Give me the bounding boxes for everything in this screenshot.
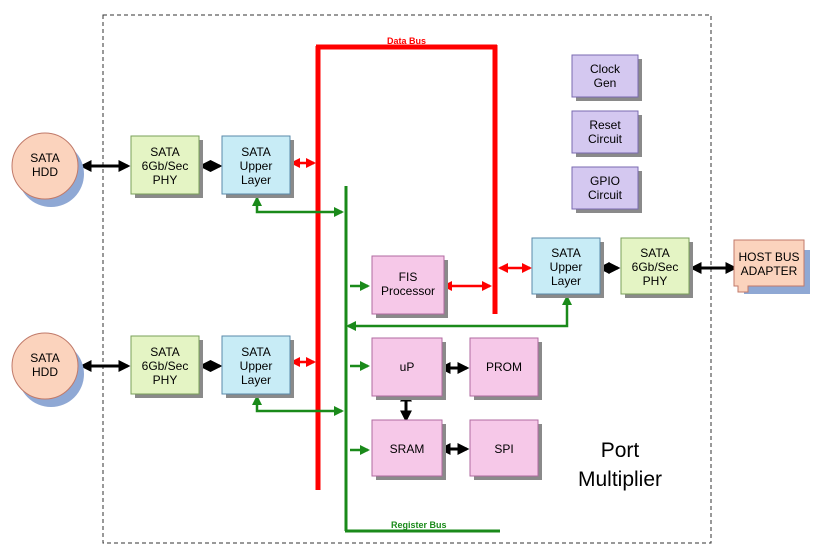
register-bus xyxy=(344,186,500,533)
upper-host-line1: SATA xyxy=(551,246,581,260)
upper-host-line2: Upper xyxy=(550,260,583,274)
sram: SRAM xyxy=(371,419,446,480)
fis-line2: Processor xyxy=(381,284,435,298)
phy-1-line1: SATA xyxy=(150,145,180,159)
phy-2-line2: 6Gb/Sec xyxy=(142,359,189,373)
phy-1-line2: 6Gb/Sec xyxy=(142,159,189,173)
hdd-2-label-line2: HDD xyxy=(32,365,58,379)
title-port: Port xyxy=(601,439,640,462)
data-bus-label: Data Bus xyxy=(387,36,426,46)
phy-2-line1: SATA xyxy=(150,345,180,359)
phy-host-line2: 6Gb/Sec xyxy=(632,260,679,274)
data-bus xyxy=(315,44,498,490)
sata-phy-2: SATA 6Gb/Sec PHY xyxy=(130,335,203,398)
upper-1-line3: Layer xyxy=(241,173,271,187)
upper-2-line1: SATA xyxy=(241,345,271,359)
upper-1-line1: SATA xyxy=(241,145,271,159)
clock-line1: Clock xyxy=(590,62,621,76)
host-bus-adapter: HOST BUS ADAPTER xyxy=(733,239,810,294)
phy-host-line3: PHY xyxy=(643,274,668,288)
reset-line2: Circuit xyxy=(588,132,623,146)
port-multiplier-boundary xyxy=(102,14,712,544)
gpio-line2: Circuit xyxy=(588,188,623,202)
sata-upper-layer-1: SATA Upper Layer xyxy=(221,135,294,198)
sata-upper-layer-host: SATA Upper Layer xyxy=(531,237,604,298)
spi: SPI xyxy=(469,419,542,480)
hdd-1-label-line1: SATA xyxy=(30,151,60,165)
upper-1-line2: Upper xyxy=(240,159,273,173)
reset-circuit: Reset Circuit xyxy=(571,110,642,157)
sram-label: SRAM xyxy=(390,442,425,456)
register-bus-connectors xyxy=(252,196,572,455)
phy-host-line1: SATA xyxy=(640,246,670,260)
sata-hdd-2: SATA HDD xyxy=(11,332,84,407)
host-line1: HOST BUS xyxy=(738,250,799,264)
upper-2-line3: Layer xyxy=(241,373,271,387)
host-line2: ADAPTER xyxy=(741,264,798,278)
data-bus-connectors xyxy=(290,158,532,367)
phy-2-line3: PHY xyxy=(153,373,178,387)
gpio-circuit: GPIO Circuit xyxy=(571,166,642,213)
fis-line1: FIS xyxy=(399,270,418,284)
phy-1-line3: PHY xyxy=(153,173,178,187)
data-path-connectors xyxy=(79,160,738,455)
hdd-2-label-line1: SATA xyxy=(30,351,60,365)
microprocessor: uP xyxy=(371,337,446,400)
sata-phy-1: SATA 6Gb/Sec PHY xyxy=(130,135,203,198)
fis-processor: FIS Processor xyxy=(371,255,448,318)
reset-line1: Reset xyxy=(589,118,621,132)
sata-phy-host: SATA 6Gb/Sec PHY xyxy=(620,237,693,298)
sata-hdd-1: SATA HDD xyxy=(11,132,84,207)
hdd-1-label-line2: HDD xyxy=(32,165,58,179)
upper-host-line3: Layer xyxy=(551,274,581,288)
sata-upper-layer-2: SATA Upper Layer xyxy=(221,335,294,398)
upper-2-line2: Upper xyxy=(240,359,273,373)
prom: PROM xyxy=(469,337,542,400)
register-bus-label: Register Bus xyxy=(391,520,447,530)
up-label: uP xyxy=(400,360,415,374)
spi-label: SPI xyxy=(494,442,513,456)
prom-label: PROM xyxy=(486,360,522,374)
gpio-line1: GPIO xyxy=(590,174,620,188)
clock-line2: Gen xyxy=(594,76,617,90)
clock-gen: Clock Gen xyxy=(571,54,642,101)
title-multiplier: Multiplier xyxy=(578,468,662,491)
